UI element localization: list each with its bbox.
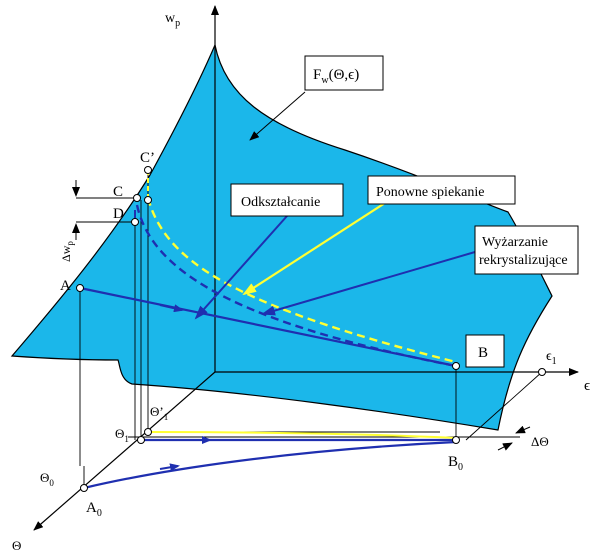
dashed-yellow-curve [146,197,457,364]
point-c-prime [144,166,152,174]
axis-theta-label: Θ [12,538,21,553]
callout-box-wyzarzanie [474,225,579,275]
point-c-prime-low [144,196,152,204]
axis-eps-label: ϵ [584,378,590,394]
surface-label-box [304,55,384,91]
axis-theta [33,371,216,531]
point-eps1 [538,368,546,376]
callout-arrow-ponowne [242,202,386,296]
point-a-label: A [60,278,71,294]
callout-box-odksztalcanie [230,183,344,217]
callout-wyzarzanie-1: Wyżarzanie [482,235,548,250]
point-theta1 [137,436,145,444]
point-theta1-prime [144,428,152,436]
theta1-prime-label: Θ’1 [150,404,168,422]
callout-ponowne: Ponowne spiekanie [376,185,484,200]
delta-wp-label: Δwp [59,241,75,262]
eps1-label: ϵ1 [546,349,557,367]
a0-b0-arrow [159,463,180,472]
delta-theta-arrow-left [515,425,531,434]
delta-theta-arrow-right [497,442,513,451]
point-a [76,284,84,292]
axis-wp-label: wp [165,11,180,29]
a0-b0-curve [83,440,457,490]
theta0-label: Θ0 [40,470,54,488]
point-b-label: B [478,345,488,361]
callout-wyzarzanie-2: rekrystalizujące [479,253,568,268]
point-b0-label: B0 [448,454,463,473]
point-c [133,194,141,202]
theta1-prime-yellow-line [147,431,457,439]
delta-theta-label: ΔΘ [531,434,549,449]
callout-odksztalcanie: Odkształcanie [241,195,320,210]
point-b [452,362,460,370]
callout-arrow-surface [249,91,306,141]
line-a-b [79,286,457,368]
point-d [131,218,139,226]
surface-label: Fw(Θ,ϵ) [313,67,359,86]
callout-box-ponowne [367,175,516,205]
line-a-b-arrow [159,304,184,313]
point-a0-label: A0 [86,500,102,519]
dashed-blue-curve [135,204,457,368]
points [76,166,546,492]
theta1-label: Θ1 [115,426,129,444]
point-c-label: C [113,184,123,200]
callout-arrow-wyzarzanie [261,251,476,316]
point-d-label: D [113,206,124,222]
callout-arrow-odksztalcanie [194,215,288,320]
point-a0 [80,484,88,492]
point-c-prime-label: C’ [140,150,155,166]
point-b-box [465,334,505,368]
point-b0 [452,436,460,444]
